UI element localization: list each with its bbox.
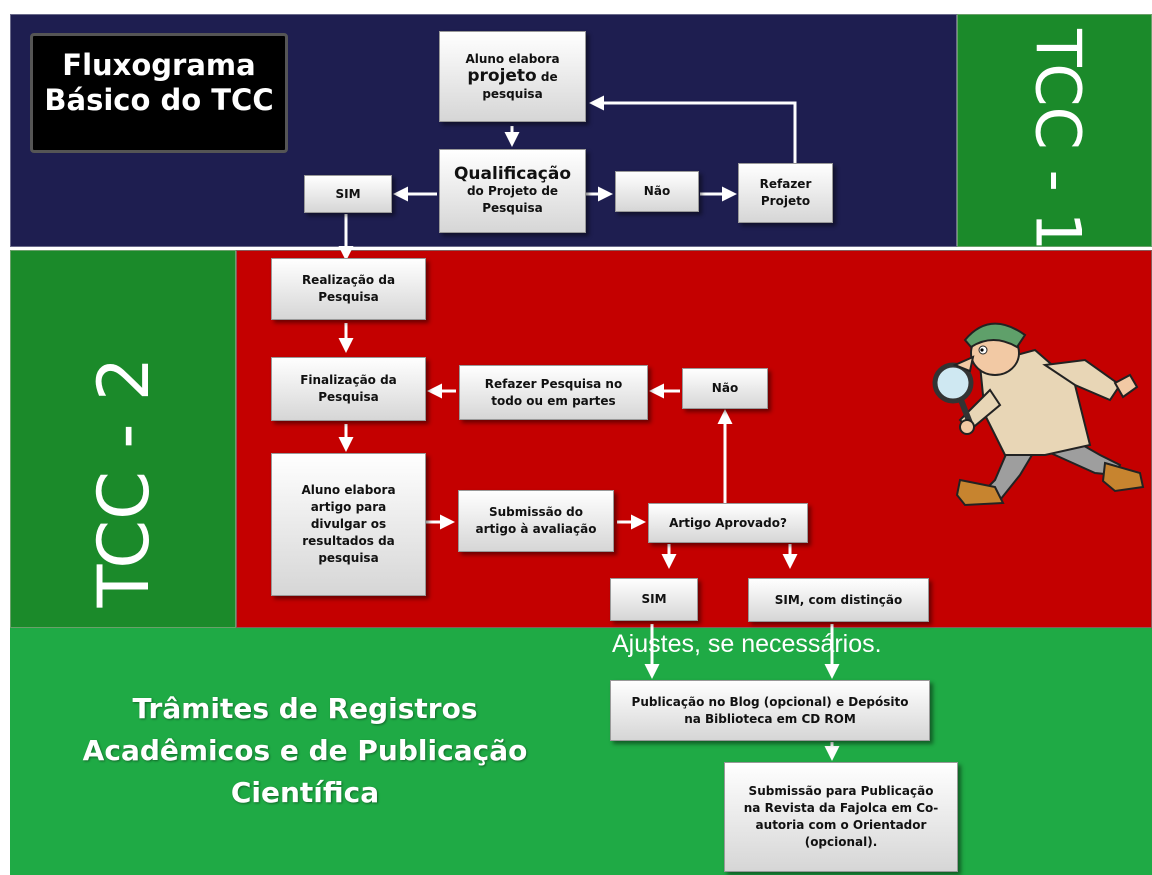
- artigo-aprovado-box: Artigo Aprovado?: [648, 503, 808, 543]
- tramites-line-3: Científica: [230, 776, 380, 809]
- publicacao-blog-box: Publicação no Blog (opcional) e Depósito…: [610, 680, 930, 741]
- box-line: Não: [711, 381, 739, 395]
- box-line: SIM: [641, 592, 667, 606]
- nao-pesquisa-box: Não: [682, 368, 768, 409]
- projeto-word: projeto: [467, 65, 537, 86]
- sim-aprovado-box: SIM: [610, 578, 698, 621]
- arrow-refazer-projeto: [589, 95, 797, 163]
- sim-distincao-box: SIM, com distinção: [748, 578, 929, 622]
- box-line: SIM: [335, 186, 361, 201]
- box-line: autoria com o Orientador: [755, 818, 927, 832]
- tramites-title: Trâmites de Registros Acadêmicos e de Pu…: [55, 688, 555, 814]
- box-line: Aluno elabora: [465, 51, 560, 66]
- tramites-line-1: Trâmites de Registros: [132, 692, 478, 725]
- box-line: Realização da: [301, 273, 396, 287]
- tcc2-label-panel: [10, 250, 236, 628]
- box-line: Publicação no Blog (opcional) e Depósito: [631, 694, 909, 709]
- box-line: Pesquisa: [482, 200, 543, 215]
- box-line: pesquisa: [482, 86, 543, 101]
- box-line: Pesquisa: [318, 390, 379, 404]
- aluno-elabora-artigo-box: Aluno elabora artigo para divulgar os re…: [271, 453, 426, 596]
- title-line-2: Básico do TCC: [44, 83, 274, 117]
- finalizacao-box: Finalização da Pesquisa: [271, 357, 426, 421]
- qualificacao-box: Qualificação do Projeto de Pesquisa: [439, 149, 586, 233]
- title-line-1: Fluxograma: [62, 48, 256, 82]
- box-line: Não: [643, 184, 671, 198]
- submissao-revista-box: Submissão para Publicação na Revista da …: [724, 762, 958, 872]
- box-line: artigo para: [310, 500, 387, 514]
- tramites-line-2: Acadêmicos e de Publicação: [82, 734, 528, 767]
- refazer-pesquisa-box: Refazer Pesquisa no todo ou em partes: [459, 365, 648, 420]
- tcc1-label-panel: [957, 14, 1152, 247]
- de-word: de: [536, 69, 558, 84]
- box-line: todo ou em partes: [491, 393, 616, 408]
- realizacao-box: Realização da Pesquisa: [271, 258, 426, 320]
- box-line: Qualificação: [453, 163, 572, 184]
- box-line: Refazer Pesquisa no: [484, 376, 623, 391]
- sim-box: SIM: [304, 175, 392, 213]
- box-line: resultados da: [302, 534, 395, 548]
- box-line: (opcional).: [804, 835, 878, 849]
- box-line: Submissão do: [488, 505, 584, 519]
- refazer-projeto-box: Refazer Projeto: [738, 163, 833, 223]
- box-line: na Revista da Fajolca em Co-: [743, 801, 939, 815]
- nao-box: Não: [615, 171, 699, 212]
- box-line: Refazer: [759, 177, 812, 191]
- box-line: do Projeto de: [466, 183, 559, 198]
- detective-illustration: [932, 322, 1145, 507]
- submissao-artigo-box: Submissão do artigo à avaliação: [458, 490, 614, 552]
- box-line: Artigo Aprovado?: [669, 515, 787, 530]
- diagram-title: Fluxograma Básico do TCC: [30, 33, 288, 153]
- box-line: na Biblioteca em CD ROM: [684, 711, 856, 726]
- box-line: divulgar os: [310, 517, 387, 531]
- box-line: SIM, com distinção: [774, 592, 903, 607]
- box-line: Pesquisa: [318, 290, 379, 304]
- box-line: pesquisa: [318, 551, 379, 565]
- registros-panel: [10, 628, 1152, 875]
- aluno-elabora-projeto-box: Aluno elabora projeto de pesquisa: [439, 31, 586, 122]
- box-line: Finalização da: [300, 373, 397, 387]
- box-line: Projeto: [760, 194, 811, 208]
- ajustes-label: Ajustes, se necessários.: [612, 630, 882, 658]
- box-line: projeto de: [467, 65, 558, 86]
- box-line: Aluno elabora: [301, 483, 396, 497]
- box-line: artigo à avaliação: [475, 522, 597, 536]
- box-line: Submissão para Publicação: [748, 784, 934, 798]
